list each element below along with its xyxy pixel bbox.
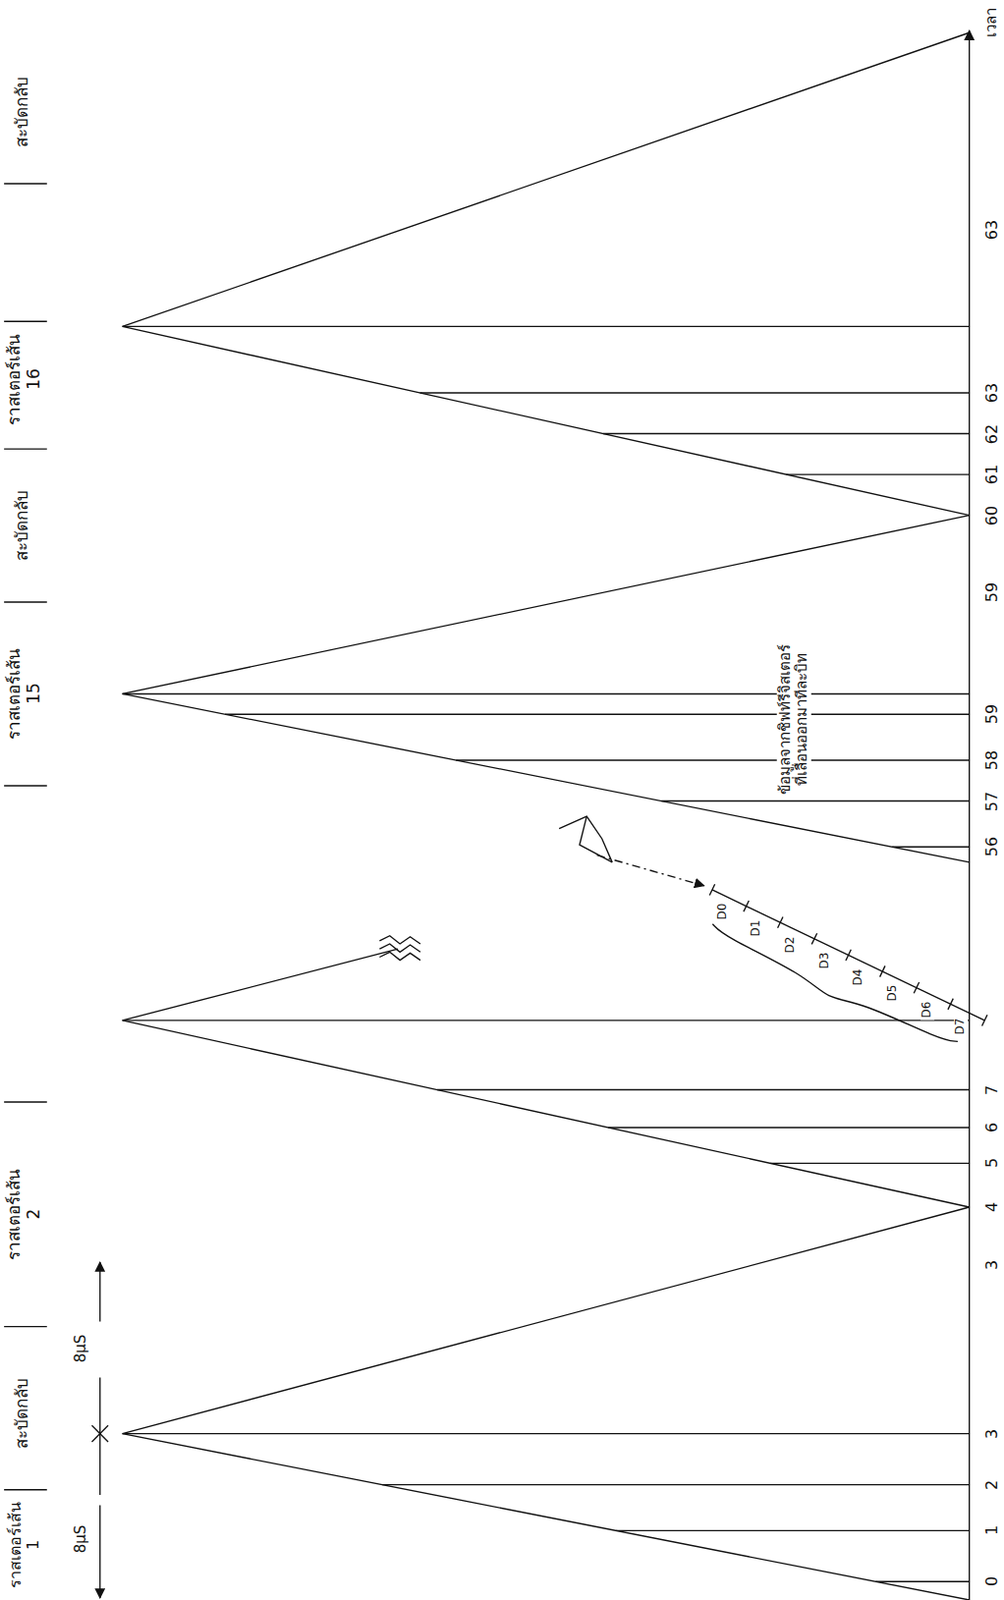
scan-ramp	[122, 693, 970, 862]
break-mark	[379, 936, 421, 945]
leader-line	[597, 855, 705, 887]
retrace-ramp	[122, 515, 970, 695]
sample-line	[122, 1433, 970, 1435]
sample-number: 57	[982, 788, 1001, 813]
sample-line	[785, 473, 969, 475]
bit-tick	[811, 933, 817, 945]
section-label: ราสเตอร์เส้น 15	[4, 644, 44, 744]
sample-number: 2	[982, 1478, 1001, 1493]
sample-line	[420, 391, 970, 393]
tear-mark	[579, 816, 613, 863]
sample-line	[122, 326, 970, 328]
retrace-ramp	[122, 1207, 970, 1435]
retrace-ramp	[122, 948, 398, 1021]
dimension-arrow	[99, 1505, 101, 1599]
sample-line	[122, 693, 970, 695]
sample-number: 62	[982, 421, 1001, 446]
sample-number: 1	[982, 1523, 1001, 1538]
bit-label: D0	[716, 901, 730, 923]
header-divider	[3, 447, 48, 449]
bit-label: D2	[783, 934, 798, 955]
sample-line	[382, 1484, 970, 1486]
sample-number: 3	[982, 1258, 1001, 1273]
bit-tick	[743, 900, 749, 912]
section-label: สะบัดกลับ	[12, 1376, 33, 1451]
bit-tick	[845, 949, 851, 961]
dimension-label: 8μS	[72, 1522, 90, 1556]
header-divider	[3, 182, 48, 184]
sample-line	[608, 1126, 969, 1128]
header-divider	[3, 321, 48, 323]
sample-number: 58	[982, 748, 1001, 773]
dimension-line	[99, 1434, 101, 1496]
bit-tick	[709, 884, 715, 895]
sample-number: 5	[982, 1156, 1001, 1171]
sample-number: 59	[982, 579, 1001, 604]
sample-line	[437, 1089, 970, 1091]
sample-number: 56	[982, 835, 1001, 859]
scan-ramp	[122, 1020, 970, 1208]
bit-tick	[778, 917, 783, 929]
dimension-arrow	[99, 1262, 101, 1322]
bit-label: D5	[886, 983, 900, 1004]
sample-number: 6	[982, 1120, 1001, 1135]
header-divider	[3, 1326, 48, 1328]
callout-note: ข้อมูลจากชิฟท์รีจิสเตอร์ ที่เลื่อนออกมาท…	[777, 640, 812, 799]
bit-label: D3	[818, 950, 833, 972]
retrace-ramp	[122, 32, 970, 327]
bit-label: D4	[851, 966, 866, 988]
scan-ramp	[122, 1434, 970, 1600]
bit-scale	[712, 890, 985, 1021]
sample-line	[615, 1530, 970, 1532]
header-divider	[3, 784, 48, 786]
bit-tick	[880, 965, 886, 977]
sample-line	[661, 800, 969, 802]
sample-number: 59	[982, 702, 1001, 726]
sample-number: 7	[982, 1082, 1001, 1097]
header-divider	[3, 1101, 48, 1103]
break-mark	[379, 951, 421, 960]
brace	[712, 924, 958, 1043]
dimension-tick	[91, 1425, 109, 1443]
break-mark	[379, 944, 421, 952]
sample-line	[224, 714, 970, 716]
bit-label: D6	[920, 1000, 935, 1021]
section-label: สะบัดกลับ	[12, 74, 33, 150]
sample-number: 61	[982, 462, 1001, 487]
sample-line	[603, 433, 970, 435]
sample-number: 4	[982, 1200, 1001, 1215]
sample-number: 3	[982, 1427, 1001, 1442]
sample-line	[122, 1019, 970, 1021]
bit-label: D1	[749, 917, 764, 939]
sample-line	[770, 1163, 970, 1165]
scan-ramp	[122, 326, 970, 515]
dimension-label: 8μS	[72, 1333, 90, 1366]
sample-line	[875, 1581, 969, 1583]
bit-label: D7	[953, 1015, 968, 1037]
header-divider	[3, 1489, 48, 1491]
sample-line	[892, 846, 969, 848]
axis-label: เวลา	[983, 5, 1001, 40]
tear-mark	[558, 816, 613, 863]
sample-number: 0	[982, 1574, 1001, 1589]
section-label: สะบัดกลับ	[12, 488, 33, 563]
header-divider	[3, 601, 48, 603]
section-label: ราสเตอร์เส้น 1	[6, 1498, 44, 1593]
sample-line	[455, 759, 969, 761]
section-label: ราสเตอร์เส้น 2	[4, 1165, 44, 1265]
time-axis	[968, 30, 970, 1600]
section-label: ราสเตอร์เส้น 16	[4, 330, 44, 430]
dimension-line	[99, 1378, 101, 1435]
sample-number: 63	[982, 381, 1001, 405]
sample-number: 63	[982, 218, 1001, 242]
sample-number: 60	[982, 502, 1001, 527]
bit-tick	[982, 1014, 988, 1026]
bit-tick	[948, 999, 953, 1010]
dimension-tick	[91, 1425, 109, 1443]
waveform	[3, 30, 988, 1600]
bit-tick	[913, 982, 919, 994]
